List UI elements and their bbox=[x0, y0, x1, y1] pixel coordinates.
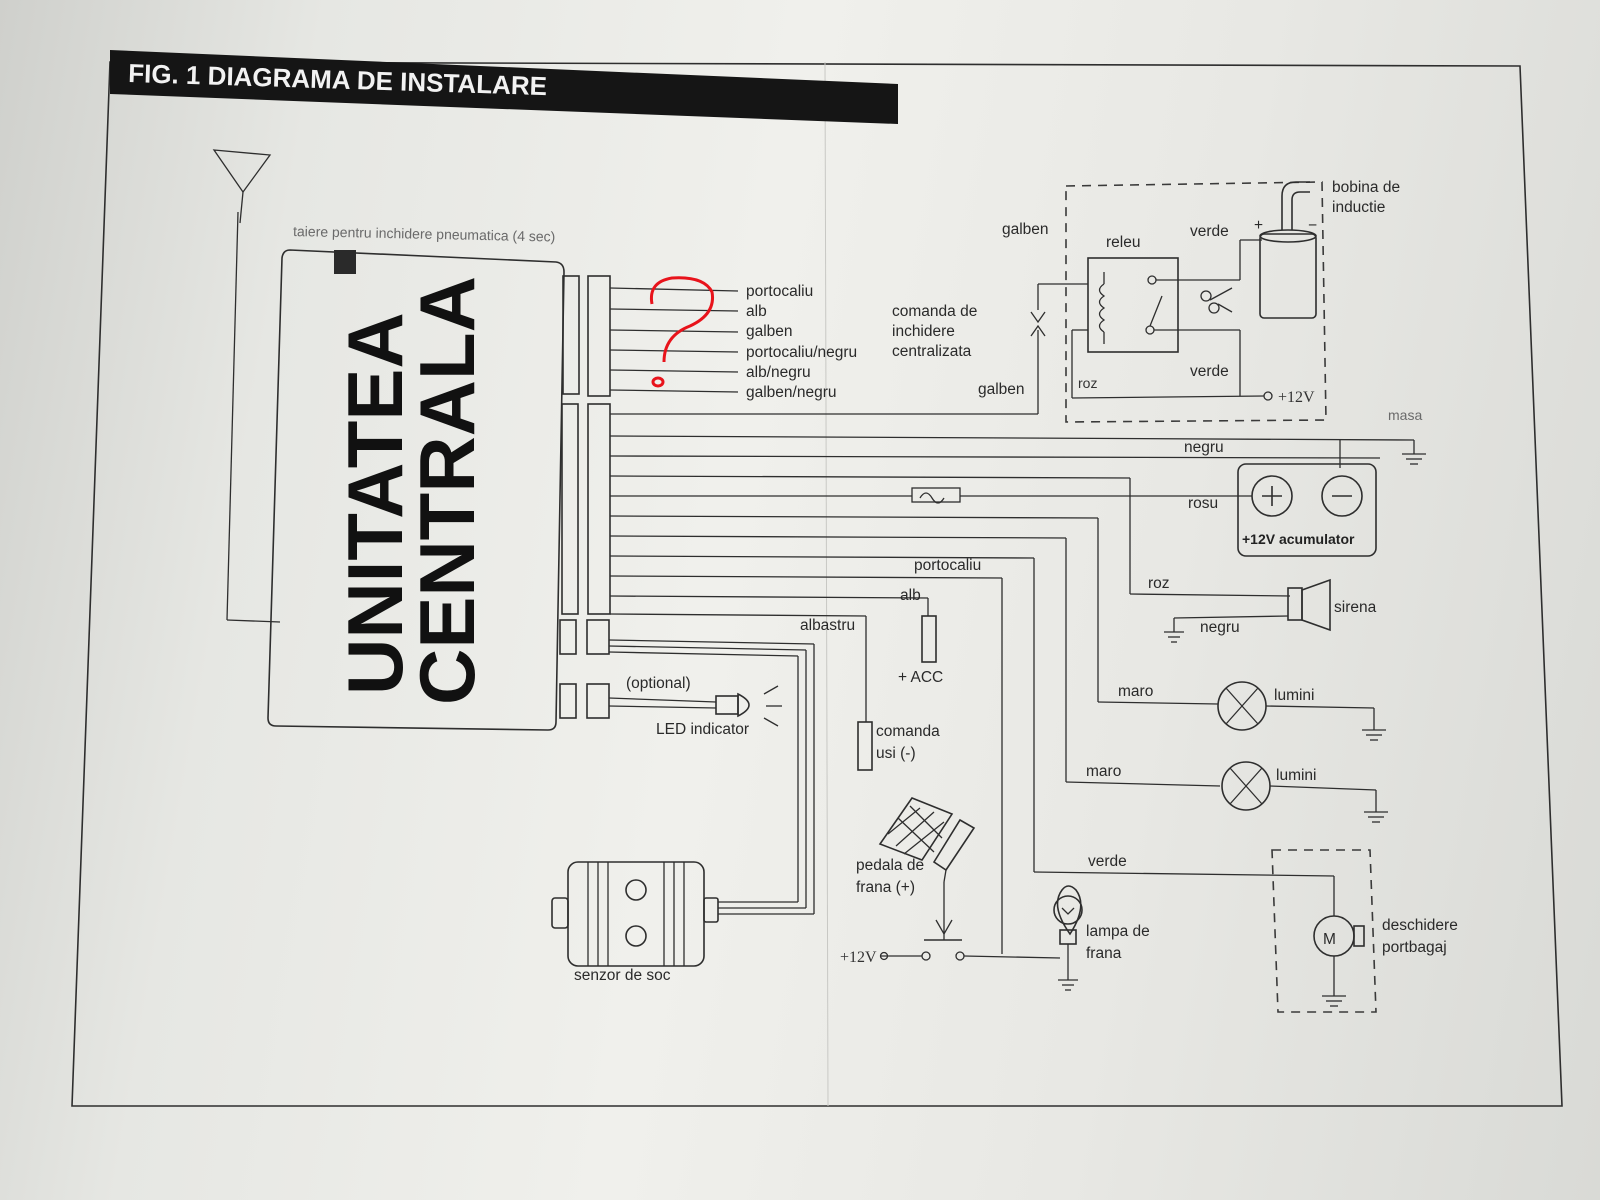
siren-section: roz negru sirena bbox=[609, 475, 1377, 643]
wire-label-galben: galben bbox=[746, 323, 793, 340]
ground-label: masa bbox=[1388, 407, 1422, 423]
lights-1-wire: maro bbox=[1118, 683, 1153, 700]
relay-wire-verde-top: verde bbox=[1190, 223, 1229, 240]
relay-supply: +12V bbox=[1278, 389, 1315, 406]
trunk-label-line2: portbagaj bbox=[1382, 939, 1447, 956]
trunk-wire: verde bbox=[1088, 853, 1127, 870]
wire-label-portocaliu-negru: portocaliu/negru bbox=[746, 344, 857, 361]
siren-wire-roz: roz bbox=[1148, 575, 1170, 592]
wire-label-alb: alb bbox=[746, 303, 767, 320]
shock-sensor-label: senzor de soc bbox=[574, 967, 671, 984]
pneumatic-cut-note: taiere pentru inchidere pneumatica (4 se… bbox=[293, 223, 556, 244]
central-lock-wire-top: galben bbox=[1002, 221, 1049, 238]
unit-tab bbox=[334, 250, 356, 274]
lights-section: maro lumini maro lumini bbox=[609, 515, 1388, 823]
annotation-mark: ? bbox=[0, 0, 1, 1]
doors-label-line1: comanda bbox=[876, 723, 940, 740]
acc-label: + ACC bbox=[898, 669, 943, 686]
battery-label: +12V acumulator bbox=[1242, 531, 1355, 547]
relay-label: releu bbox=[1106, 234, 1140, 251]
trunk-motor: M bbox=[1323, 931, 1336, 948]
relay-box: releu verde verde roz +12V bbox=[1065, 179, 1400, 423]
wire-label-portocaliu: portocaliu bbox=[746, 283, 813, 300]
siren-label: sirena bbox=[1334, 599, 1377, 616]
doors-section: albastru comanda usi (-) bbox=[609, 613, 940, 771]
question-mark-annotation: ? bbox=[0, 0, 715, 388]
battery-wire-negru: negru bbox=[1184, 439, 1224, 456]
coil-label-line1: bobina de bbox=[1332, 179, 1400, 196]
antenna bbox=[212, 149, 281, 623]
trunk-section: verde M deschidere portbagaj bbox=[609, 555, 1458, 1013]
shock-sensor-section: senzor de soc bbox=[551, 639, 815, 984]
doors-label-line2: usi (-) bbox=[876, 745, 916, 762]
svg-text:−: − bbox=[1308, 217, 1317, 234]
acc-wire-portocaliu: portocaliu bbox=[914, 557, 981, 574]
led-section: (optional) LED indicator bbox=[608, 675, 782, 738]
bus-wires bbox=[609, 455, 1381, 459]
central-lock-line2: inchidere bbox=[892, 323, 955, 340]
led-optional: (optional) bbox=[626, 675, 691, 692]
ignition-coil: + − bbox=[1254, 181, 1317, 319]
battery-wire-rosu: rosu bbox=[1188, 495, 1218, 512]
unit-title-line1: UNITATEA bbox=[331, 312, 419, 695]
led-label: LED indicator bbox=[656, 721, 749, 738]
relay-wire-verde-bottom: verde bbox=[1190, 363, 1229, 380]
central-unit: taiere pentru inchidere pneumatica (4 se… bbox=[267, 223, 611, 731]
title-bar: FIG. 1 DIAGRAMA DE INSTALARE bbox=[110, 50, 898, 124]
brake-pedal-line1: pedala de bbox=[856, 857, 924, 874]
page-border bbox=[71, 61, 1563, 1107]
central-lock: comanda de inchidere centralizata galben… bbox=[610, 221, 1088, 415]
wire-label-galben-negru: galben/negru bbox=[746, 384, 837, 401]
scissors-icon bbox=[1200, 287, 1233, 314]
brake-pedal-line2: frana (+) bbox=[856, 879, 915, 896]
unit-title-line2: CENTRALA bbox=[403, 276, 491, 705]
central-lock-line3: centralizata bbox=[892, 343, 972, 360]
brake-pedal-icon bbox=[878, 797, 976, 883]
lights-1-label: lumini bbox=[1274, 687, 1314, 704]
lights-2-label: lumini bbox=[1276, 767, 1316, 784]
page-fold bbox=[824, 61, 829, 1107]
brake-supply: +12V bbox=[840, 949, 877, 966]
trunk-label-line1: deschidere bbox=[1382, 917, 1458, 934]
wire-label-alb-negru: alb/negru bbox=[746, 364, 811, 381]
battery-section: masa negru +12V acumulator rosu bbox=[609, 407, 1426, 557]
siren-wire-negru: negru bbox=[1200, 619, 1240, 636]
brake-section: portocaliu alb + ACC lampa de frana +12V bbox=[609, 557, 1150, 991]
brake-lamp-line2: frana bbox=[1086, 945, 1122, 962]
top-wires: portocaliu alb galben portocaliu/negru a… bbox=[609, 283, 857, 401]
doors-wire: albastru bbox=[800, 617, 855, 634]
lights-2-wire: maro bbox=[1086, 763, 1121, 780]
svg-text:+: + bbox=[1254, 217, 1263, 234]
coil-label-line2: inductie bbox=[1332, 199, 1385, 216]
brake-lamp-line1: lampa de bbox=[1086, 923, 1150, 940]
relay-wire-roz: roz bbox=[1078, 375, 1097, 391]
central-lock-wire-bottom: galben bbox=[978, 381, 1025, 398]
acc-wire-alb: alb bbox=[900, 587, 921, 604]
central-lock-line1: comanda de bbox=[892, 303, 977, 320]
